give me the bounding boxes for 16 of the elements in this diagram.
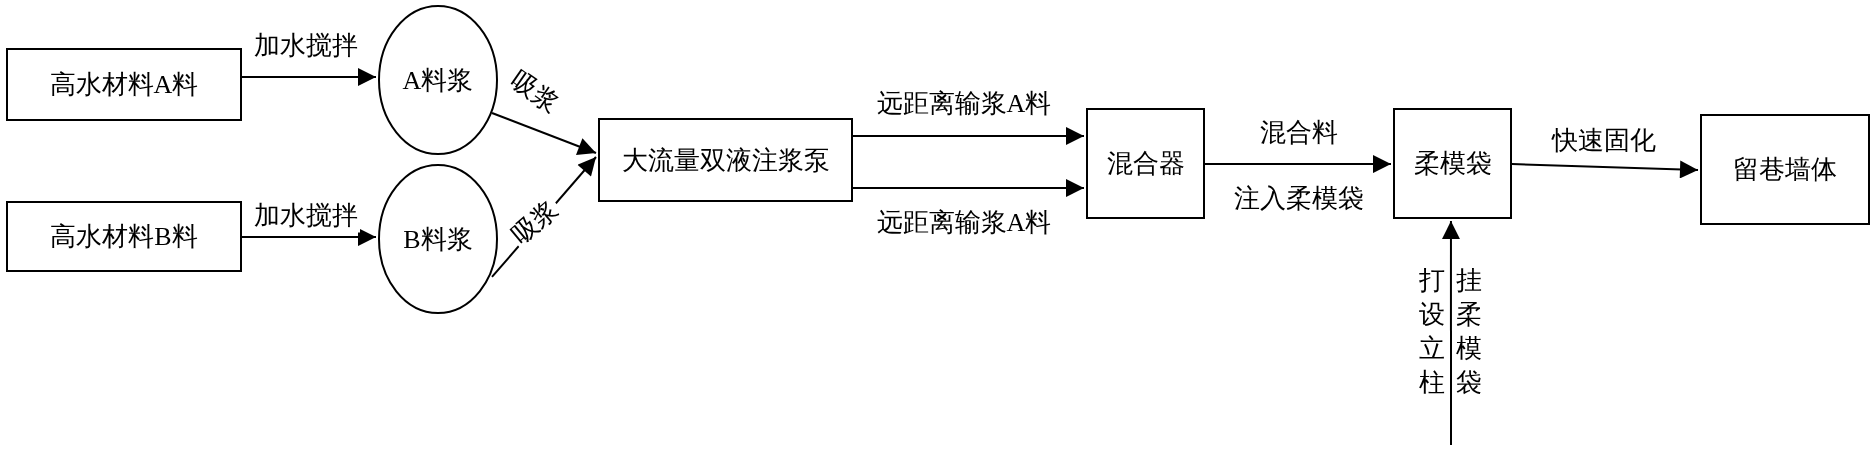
arrow [491,112,597,155]
process-box: 高水材料A料 [6,48,242,121]
slurry-ellipse: A料浆 [378,5,498,155]
process-box: 大流量双液注浆泵 [598,118,853,202]
arrow [1511,160,1699,179]
slurry-ellipse: B料浆 [378,164,498,314]
process-box: 高水材料B料 [6,201,242,272]
arrow [852,179,1085,198]
arrow [241,68,377,86]
arrow [241,228,377,247]
arrow [1441,220,1460,446]
process-box: 混合器 [1086,108,1205,219]
arrow [1204,155,1392,174]
process-box: 柔模袋 [1393,108,1512,219]
process-box: 留巷墙体 [1700,114,1870,225]
arrow [852,126,1085,145]
